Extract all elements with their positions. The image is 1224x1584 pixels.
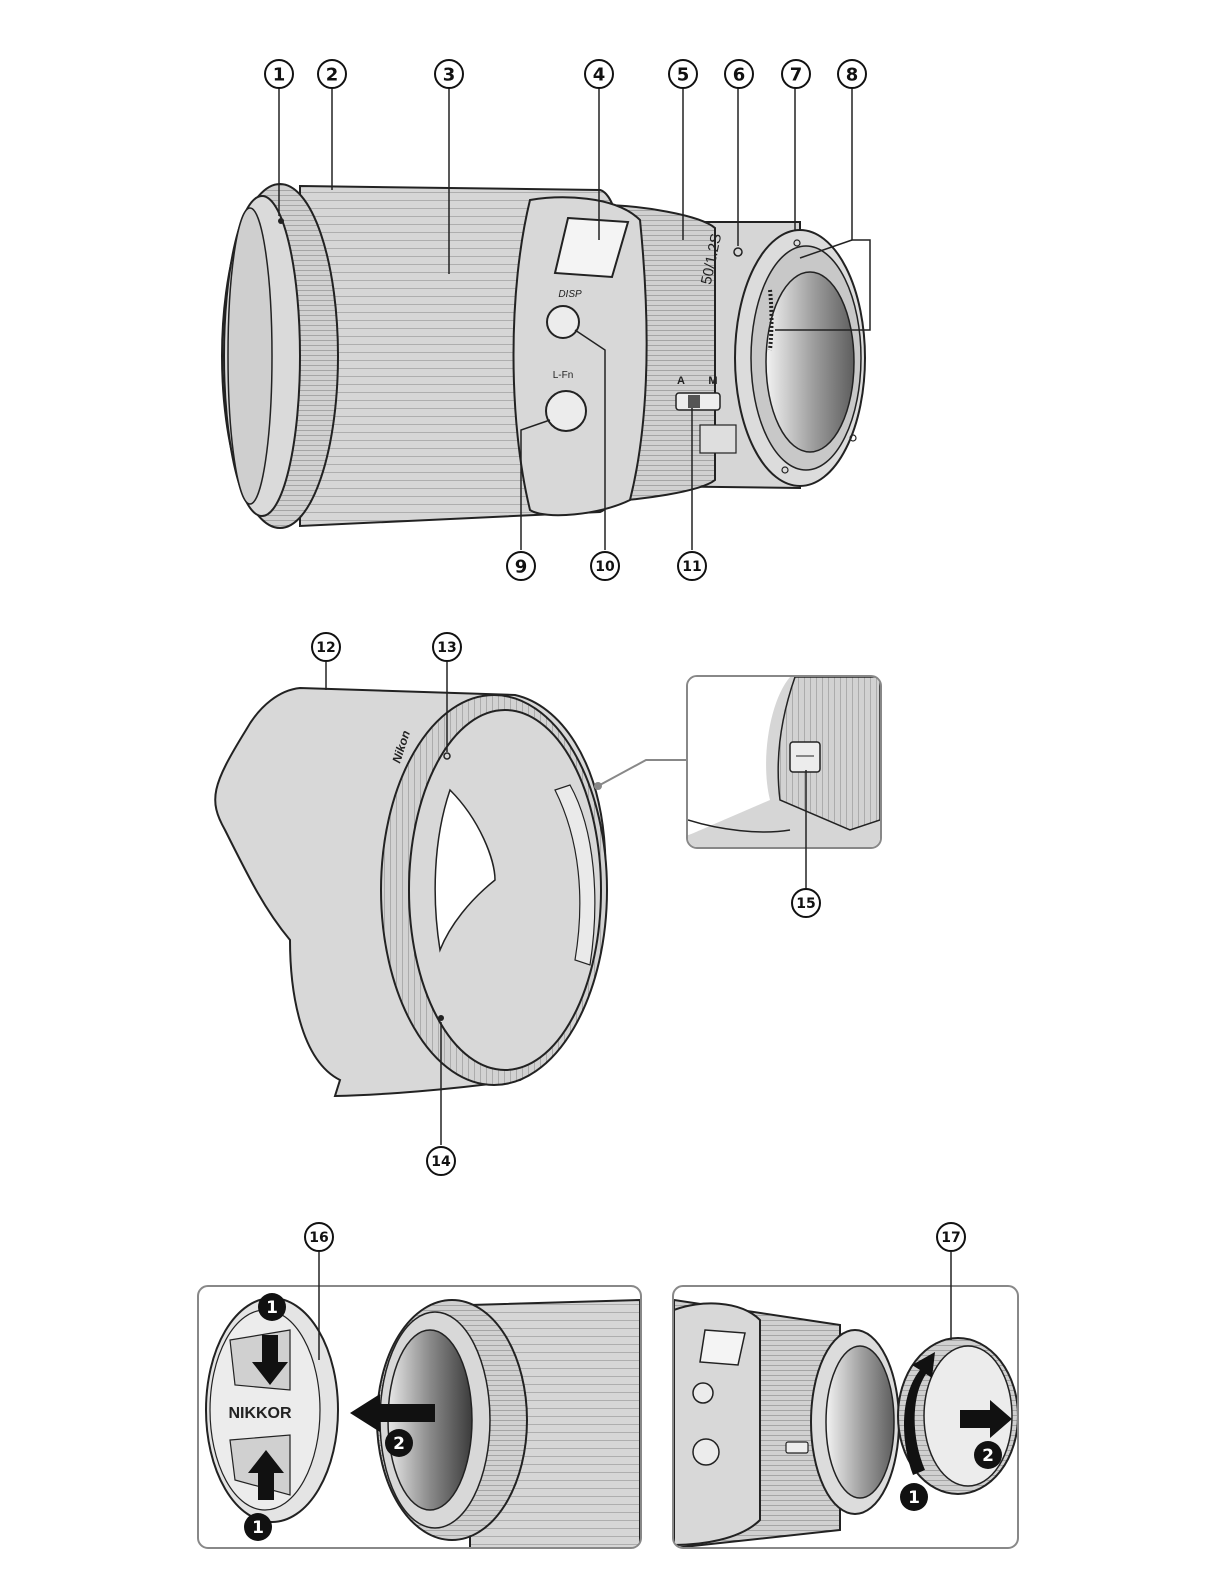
svg-text:12: 12 bbox=[316, 640, 335, 656]
switch-a-label: A bbox=[677, 375, 685, 387]
front-cap-step-2: 2 bbox=[393, 1434, 405, 1454]
svg-text:10: 10 bbox=[595, 559, 615, 575]
rear-cap-step-2: 2 bbox=[982, 1446, 994, 1466]
svg-text:11: 11 bbox=[682, 559, 701, 575]
svg-text:13: 13 bbox=[437, 640, 456, 656]
callout-7: 7 bbox=[782, 60, 810, 88]
callout-9: 9 bbox=[507, 552, 535, 580]
rear-element bbox=[766, 272, 854, 452]
callout-8: 8 bbox=[838, 60, 866, 88]
hood-mounting-mark bbox=[438, 1015, 444, 1021]
svg-text:3: 3 bbox=[443, 65, 456, 86]
callout-11: 11 bbox=[678, 552, 706, 580]
callout-1: 1 bbox=[265, 60, 293, 88]
rear-cap-step-1: 1 bbox=[908, 1488, 920, 1508]
front-cap-figure: NIKKOR 1 1 2 bbox=[198, 1252, 641, 1548]
lens-hood-figure: Nikon bbox=[215, 662, 881, 1145]
svg-text:1: 1 bbox=[273, 65, 286, 86]
callout-10: 10 bbox=[591, 552, 619, 580]
svg-text:8: 8 bbox=[846, 65, 859, 86]
callout-3: 3 bbox=[435, 60, 463, 88]
svg-text:15: 15 bbox=[796, 896, 815, 912]
callout-15: 15 bbox=[792, 889, 820, 917]
callout-16: 16 bbox=[305, 1223, 333, 1251]
lfn-label: L-Fn bbox=[553, 370, 574, 381]
callout-13: 13 bbox=[433, 633, 461, 661]
hood-mounting-index bbox=[278, 218, 284, 224]
callout-6: 6 bbox=[725, 60, 753, 88]
front-cap-brand: NIKKOR bbox=[228, 1405, 292, 1422]
svg-text:16: 16 bbox=[309, 1230, 328, 1246]
callout-2: 2 bbox=[318, 60, 346, 88]
lens-body-figure: DISP L-Fn 50/1.2S A M bbox=[222, 88, 870, 550]
svg-text:9: 9 bbox=[515, 557, 528, 578]
hood-lock-detail bbox=[687, 676, 881, 848]
svg-text:14: 14 bbox=[431, 1154, 451, 1170]
hood-release-button[interactable] bbox=[790, 742, 820, 772]
callout-5: 5 bbox=[669, 60, 697, 88]
rear-cap-figure: 1 2 bbox=[673, 1252, 1018, 1548]
callout-4: 4 bbox=[585, 60, 613, 88]
disp-button[interactable] bbox=[547, 306, 579, 338]
svg-text:4: 4 bbox=[593, 65, 606, 86]
svg-text:5: 5 bbox=[677, 65, 690, 86]
disp-label: DISP bbox=[558, 289, 582, 300]
svg-text:2: 2 bbox=[326, 65, 339, 86]
svg-text:7: 7 bbox=[790, 65, 803, 86]
callout-14: 14 bbox=[427, 1147, 455, 1175]
callout-12: 12 bbox=[312, 633, 340, 661]
svg-text:17: 17 bbox=[941, 1230, 960, 1246]
callout-17: 17 bbox=[937, 1223, 965, 1251]
front-cap-step-1-top: 1 bbox=[266, 1298, 278, 1318]
front-cap-step-1-bottom: 1 bbox=[252, 1518, 264, 1538]
lfn-button[interactable] bbox=[546, 391, 586, 431]
svg-text:6: 6 bbox=[733, 65, 746, 86]
switch-m-label: M bbox=[708, 375, 717, 387]
